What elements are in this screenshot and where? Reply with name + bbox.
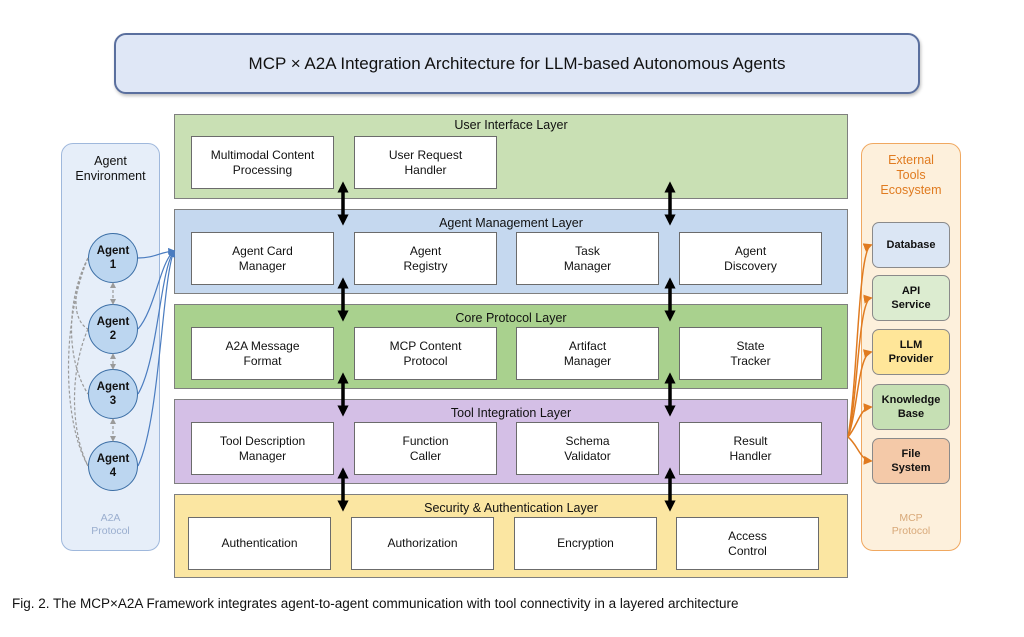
module-a2a-message-format: A2A Message Format xyxy=(191,327,334,380)
a2a-protocol-label: A2A Protocol xyxy=(91,512,130,537)
module-task-manager: Task Manager xyxy=(516,232,659,285)
layer-title: Tool Integration Layer xyxy=(450,406,572,420)
agent-node-4: Agent 4 xyxy=(88,441,138,491)
module-access-control: Access Control xyxy=(676,517,819,570)
module-result-handler: Result Handler xyxy=(679,422,822,475)
module-mcp-content-protocol: MCP Content Protocol xyxy=(354,327,497,380)
module-tool-description-manager: Tool Description Manager xyxy=(191,422,334,475)
module-user-request-handler: User Request Handler xyxy=(354,136,497,189)
tool-links xyxy=(847,243,873,465)
module-schema-validator: Schema Validator xyxy=(516,422,659,475)
tool-database: Database xyxy=(872,222,950,268)
tool-knowledge-base: Knowledge Base xyxy=(872,384,950,430)
layer-title: Security & Authentication Layer xyxy=(424,501,598,515)
figure-caption: Fig. 2. The MCP×A2A Framework integrates… xyxy=(12,596,739,611)
module-multimodal-content-processing: Multimodal Content Processing xyxy=(191,136,334,189)
layer-title: User Interface Layer xyxy=(454,118,568,132)
module-authorization: Authorization xyxy=(351,517,494,570)
agent-environment-title: Agent Environment xyxy=(75,154,146,183)
tool-api-service: API Service xyxy=(872,275,950,321)
inter-layer-arrows xyxy=(337,181,676,512)
agent-node-2: Agent 2 xyxy=(88,304,138,354)
module-encryption: Encryption xyxy=(514,517,657,570)
module-agent-registry: Agent Registry xyxy=(354,232,497,285)
tool-file-system: File System xyxy=(872,438,950,484)
module-artifact-manager: Artifact Manager xyxy=(516,327,659,380)
module-authentication: Authentication xyxy=(188,517,331,570)
module-agent-card-manager: Agent Card Manager xyxy=(191,232,334,285)
agent-to-layer-links xyxy=(137,247,176,467)
module-agent-discovery: Agent Discovery xyxy=(679,232,822,285)
layer-title: Core Protocol Layer xyxy=(455,311,567,325)
module-state-tracker: State Tracker xyxy=(679,327,822,380)
diagram-title: MCP × A2A Integration Architecture for L… xyxy=(114,33,920,94)
agent-node-1: Agent 1 xyxy=(88,233,138,283)
mcp-protocol-label: MCP Protocol xyxy=(891,512,931,537)
module-function-caller: Function Caller xyxy=(354,422,497,475)
external-tools-title: External Tools Ecosystem xyxy=(880,153,942,197)
layer-title: Agent Management Layer xyxy=(439,216,583,230)
tool-llm-provider: LLM Provider xyxy=(872,329,950,375)
agent-peer-links xyxy=(67,257,116,467)
